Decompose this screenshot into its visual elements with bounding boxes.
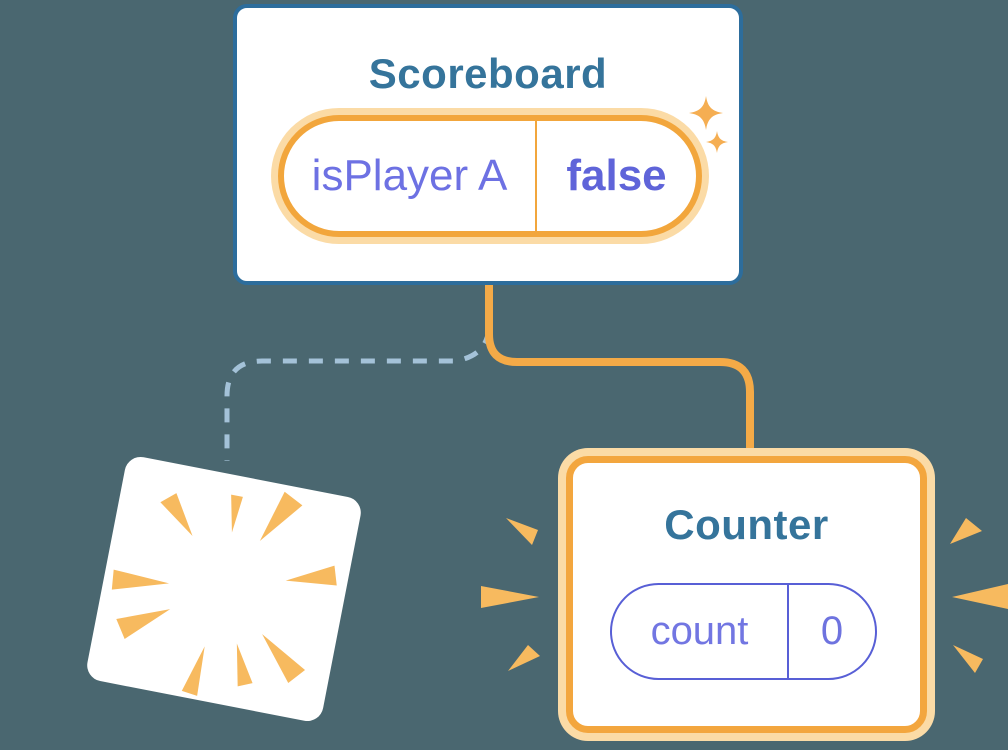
scoreboard-state-pill: isPlayer A false: [278, 115, 702, 237]
burst-icon: [952, 584, 1008, 609]
burst-explosion: [111, 491, 337, 696]
burst-icon: [231, 494, 243, 533]
counter-state-pill: count 0: [610, 583, 877, 680]
burst-icon: [950, 518, 982, 544]
burst-icon: [259, 491, 303, 541]
scoreboard-card: Scoreboard isPlayer A false: [233, 4, 743, 285]
counter-card: Counter count 0: [566, 456, 927, 733]
burst-icon: [953, 645, 983, 673]
burst-icon: [160, 493, 193, 537]
burst-icon: [262, 634, 306, 683]
burst-icon: [285, 565, 337, 586]
solid-connector-line: [485, 283, 754, 458]
pill-divider: [535, 121, 537, 231]
burst-icon: [236, 643, 253, 687]
burst-icon: [506, 518, 538, 545]
state-value: 0: [820, 609, 844, 653]
state-value: false: [566, 151, 667, 200]
sparkle-small: [706, 131, 728, 153]
burst-icon: [111, 569, 170, 590]
state-label: count: [650, 609, 749, 653]
burst-icon: [181, 646, 205, 696]
dashed-connector-line: [224, 329, 492, 461]
counter-title: Counter: [664, 501, 829, 548]
destroyed-card: [84, 454, 364, 724]
burst-icon: [508, 645, 540, 671]
pill-divider: [787, 585, 789, 678]
burst-icon: [116, 609, 171, 639]
burst-icon: [481, 586, 539, 608]
burst-marks-left: [481, 518, 540, 671]
sparkle-big: [689, 96, 723, 130]
state-label: isPlayer A: [311, 151, 508, 200]
burst-marks-right: [950, 518, 1008, 673]
sparkle-icon: [689, 96, 728, 153]
scoreboard-title: Scoreboard: [368, 50, 608, 97]
